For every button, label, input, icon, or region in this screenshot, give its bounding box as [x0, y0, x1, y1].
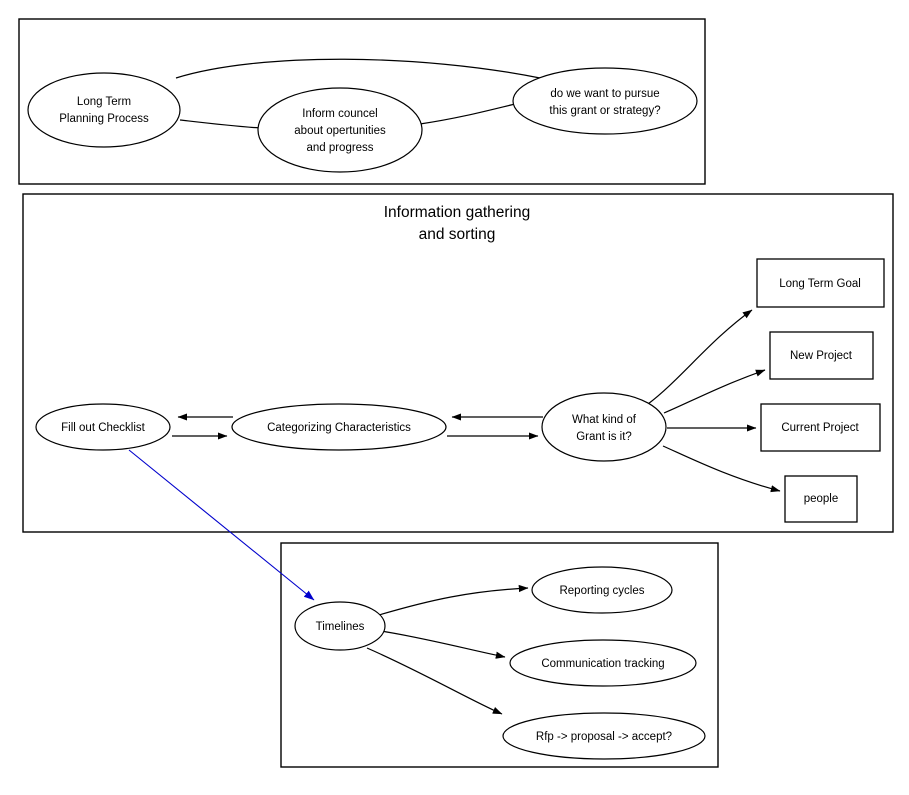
- node-new-project[interactable]: New Project: [769, 331, 874, 380]
- node-what-kind-of-grant[interactable]: What kind of Grant is it?: [541, 392, 667, 462]
- group-frame-bottom: [280, 542, 719, 768]
- node-shape-rect: [760, 403, 881, 452]
- node-label-line2: about opertunities: [294, 125, 386, 137]
- link-grant-to-long-term-goal: [647, 309, 753, 405]
- group-frame-top: [18, 18, 706, 185]
- node-communication-tracking[interactable]: Communication tracking: [509, 639, 697, 687]
- node-people[interactable]: people: [784, 475, 858, 523]
- node-rfp-proposal-accept[interactable]: Rfp -> proposal -> accept?: [502, 712, 706, 760]
- link-planning-to-inform: [179, 119, 263, 129]
- link-inform-to-pursue: [419, 103, 516, 125]
- link-timelines-to-communication-tracking: [380, 630, 506, 659]
- node-categorizing-characteristics[interactable]: Categorizing Characteristics: [231, 403, 447, 451]
- node-label: Long Term Goal: [779, 278, 861, 290]
- section-title-line1: Information gathering: [384, 204, 530, 221]
- link-timelines-to-rfp-proposal-accept: [366, 647, 503, 715]
- link-checklist-to-timelines: [128, 449, 315, 601]
- node-shape-ellipse: [35, 403, 171, 451]
- node-label: Timelines: [316, 621, 365, 633]
- node-shape-ellipse: [502, 712, 706, 760]
- node-label-line1: do we want to pursue: [550, 88, 659, 100]
- node-current-project[interactable]: Current Project: [760, 403, 881, 452]
- node-shape-ellipse: [231, 403, 447, 451]
- node-label-line2: Grant is it?: [576, 431, 632, 443]
- node-label: people: [804, 493, 839, 505]
- node-label-line2: this grant or strategy?: [549, 105, 660, 117]
- node-timelines[interactable]: Timelines: [294, 601, 386, 651]
- link-planning-to-pursue: [175, 58, 541, 79]
- node-label-line1: Long Term: [77, 96, 131, 108]
- node-shape-ellipse: [531, 566, 673, 614]
- node-label: Current Project: [781, 422, 859, 434]
- node-label-line2: Planning Process: [59, 113, 149, 125]
- node-shape-ellipse: [512, 67, 698, 135]
- node-long-term-goal[interactable]: Long Term Goal: [756, 258, 885, 308]
- node-shape-ellipse: [27, 72, 181, 148]
- node-label-line1: What kind of: [572, 414, 637, 426]
- node-shape-ellipse: [294, 601, 386, 651]
- node-label: New Project: [790, 350, 853, 362]
- link-grant-to-new-project: [663, 369, 766, 414]
- node-shape-ellipse: [541, 392, 667, 462]
- node-label: Reporting cycles: [559, 585, 644, 597]
- node-label: Categorizing Characteristics: [267, 422, 411, 434]
- node-reporting-cycles[interactable]: Reporting cycles: [531, 566, 673, 614]
- node-shape-ellipse: [509, 639, 697, 687]
- node-label-line1: Inform councel: [302, 108, 377, 120]
- node-shape-rect: [756, 258, 885, 308]
- group-frame-middle: [22, 193, 894, 533]
- node-pursue-question[interactable]: do we want to pursue this grant or strat…: [512, 67, 698, 135]
- node-label: Rfp -> proposal -> accept?: [536, 731, 672, 743]
- link-grant-to-people: [662, 445, 781, 493]
- node-label-line3: and progress: [306, 142, 373, 154]
- node-inform-councel[interactable]: Inform councel about opertunities and pr…: [257, 87, 423, 173]
- section-title-line2: and sorting: [419, 226, 496, 243]
- node-shape-ellipse: [257, 87, 423, 173]
- node-long-term-planning-process[interactable]: Long Term Planning Process: [27, 72, 181, 148]
- node-shape-rect: [784, 475, 858, 523]
- node-label: Communication tracking: [541, 658, 664, 670]
- link-timelines-to-reporting-cycles: [378, 584, 529, 616]
- node-shape-rect: [769, 331, 874, 380]
- node-fill-out-checklist[interactable]: Fill out Checklist: [35, 403, 171, 451]
- node-label: Fill out Checklist: [61, 422, 146, 434]
